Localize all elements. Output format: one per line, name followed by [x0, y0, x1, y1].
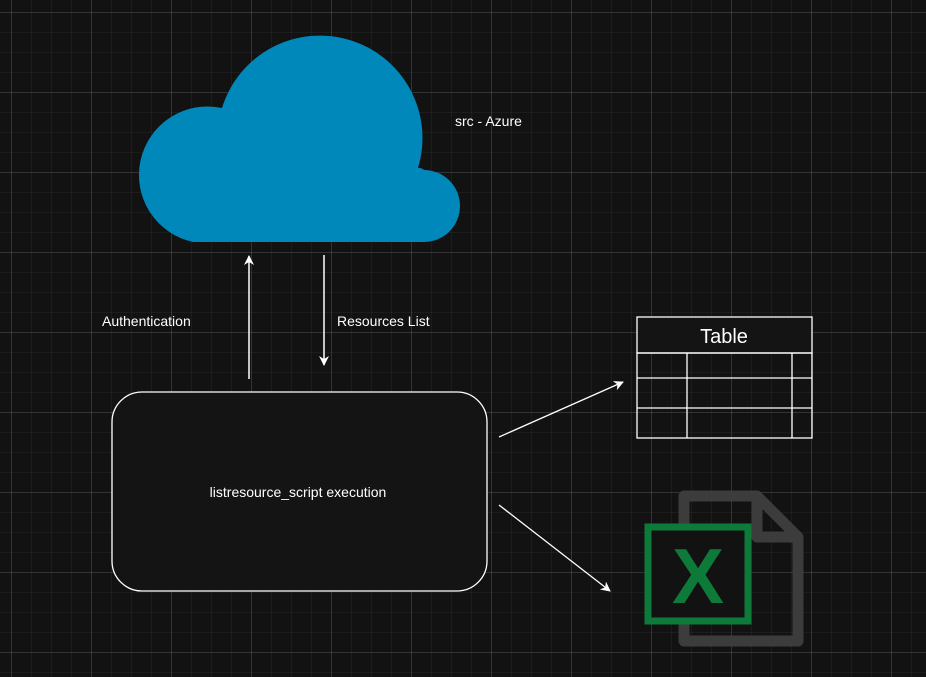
- cloud-label: src - Azure: [455, 113, 522, 129]
- excel-x-glyph: X: [672, 532, 724, 620]
- script-execution-box[interactable]: [111, 391, 488, 592]
- excel-green-frame: [644, 523, 752, 625]
- table-shape[interactable]: [636, 316, 813, 439]
- table-header: [636, 316, 813, 354]
- output-excel-arrow[interactable]: [498, 504, 611, 592]
- file-page-fold: [751, 496, 798, 543]
- excel-file-icon[interactable]: X: [644, 490, 804, 647]
- cloud-shape: [138, 35, 460, 243]
- resources-list-label: Resources List: [337, 313, 430, 329]
- table-body: [636, 352, 813, 439]
- azure-cloud-icon[interactable]: [138, 35, 460, 243]
- output-table-arrow[interactable]: [498, 381, 624, 438]
- script-execution-label: listresource_script execution: [210, 484, 387, 500]
- authentication-label: Authentication: [102, 313, 191, 329]
- table-title: Table: [700, 326, 748, 348]
